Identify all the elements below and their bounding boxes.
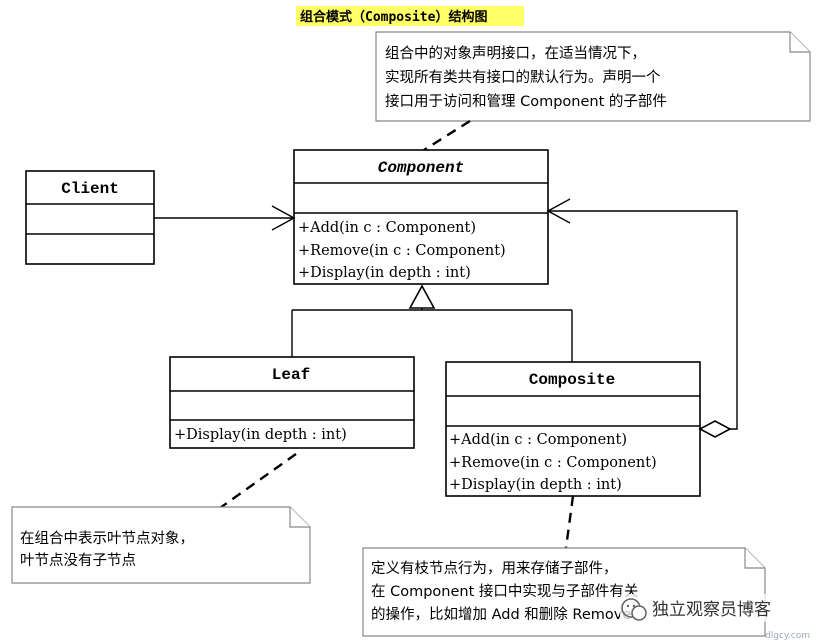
class-client-name: Client: [61, 180, 119, 198]
class-component-name: Component: [378, 159, 464, 177]
class-component[interactable]: Component +Add(in c : Component) +Remove…: [293, 149, 549, 285]
leaf-op-display: +Display(in depth : int): [174, 427, 347, 443]
note-component-line-1: 组合中的对象声明接口，在适当情况下，: [385, 44, 646, 62]
composite-aggregation: [546, 198, 738, 438]
class-leaf[interactable]: Leaf +Display(in depth : int): [169, 356, 415, 449]
composite-op-add: +Add(in c : Component): [449, 432, 627, 448]
note-composite-line-3: 的操作，比如增加 Add 和删除 Remove: [371, 606, 631, 623]
note-composite: 定义有枝节点行为，用来存储子部件， 在 Component 接口中实现与子部件有…: [362, 547, 766, 637]
note-composite-line-1: 定义有枝节点行为，用来存储子部件，: [371, 560, 618, 577]
note-component: 组合中的对象声明接口，在适当情况下， 实现所有类共有接口的默认行为。声明一个 接…: [375, 31, 811, 122]
watermark-url: dlgcy.com: [765, 631, 810, 641]
wechat-icon: [621, 598, 647, 621]
note-component-line-2: 实现所有类共有接口的默认行为。声明一个: [385, 68, 661, 86]
note-leaf: 在组合中表示叶节点对象， 叶节点没有子节点: [11, 506, 311, 584]
note-component-line-3: 接口用于访问和管理 Component 的子部件: [385, 93, 667, 110]
watermark: 独立观察员博客 dlgcy.com: [620, 594, 810, 641]
composite-op-remove: +Remove(in c : Component): [449, 455, 657, 471]
class-client[interactable]: Client: [25, 170, 155, 265]
class-leaf-name: Leaf: [272, 366, 310, 384]
note-leaf-line-2: 叶节点没有子节点: [20, 552, 136, 569]
component-op-remove: +Remove(in c : Component): [298, 243, 506, 259]
composite-op-display: +Display(in depth : int): [449, 477, 622, 493]
component-op-add: +Add(in c : Component): [298, 220, 476, 236]
note-leaf-line-1: 在组合中表示叶节点对象，: [20, 530, 194, 547]
watermark-text: 独立观察员博客: [652, 600, 771, 620]
note-composite-line-2: 在 Component 接口中实现与子部件有关: [371, 583, 638, 600]
class-composite[interactable]: Composite +Add(in c : Component) +Remove…: [445, 361, 701, 497]
title-background: [296, 6, 524, 26]
component-op-display: +Display(in depth : int): [298, 265, 471, 281]
inheritance-generalization: [291, 284, 573, 362]
diagram-title: 组合模式（Composite）结构图: [300, 9, 487, 25]
class-composite-name: Composite: [529, 371, 615, 389]
note-component-connector: [423, 119, 471, 152]
client-component-association: [154, 205, 296, 231]
note-composite-connector: [564, 495, 575, 549]
